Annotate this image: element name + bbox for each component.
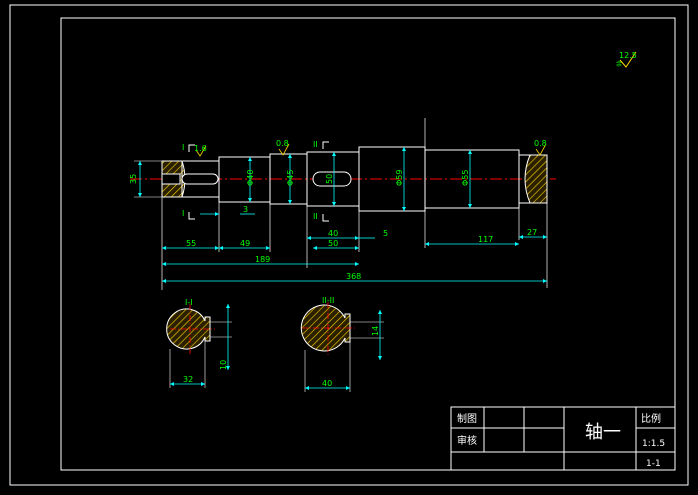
roughness-symbols	[195, 143, 547, 157]
dim-dia-50: 50	[325, 174, 334, 184]
drawing-number: 1-1	[646, 459, 661, 469]
dim-len-117: 117	[478, 235, 493, 244]
roughness-symbol-general: 12.5 余	[616, 51, 637, 68]
section-mark-2-top: II	[313, 140, 318, 149]
section-view-2	[300, 302, 384, 392]
dim-dia-55: Φ55	[461, 170, 470, 186]
dim-dia-45: Φ45	[286, 170, 295, 186]
scale-label: 比例	[641, 412, 661, 425]
dim-len-55: 55	[186, 239, 196, 248]
roughness-0-8-left: 0.8	[276, 139, 289, 148]
dim-dia-59: Φ59	[395, 170, 404, 186]
dim-len-50: 50	[328, 239, 338, 248]
section-1-width: 32	[183, 375, 193, 384]
roughness-1-6: 1.6	[194, 144, 207, 153]
roughness-0-8-right: 0.8	[534, 139, 547, 148]
dim-dia-40: Φ40	[246, 170, 255, 186]
section-mark-1-bottom: I	[182, 209, 184, 218]
dim-len-3: 3	[243, 205, 248, 214]
section-2-width: 40	[322, 379, 332, 388]
dim-len-368: 368	[346, 272, 361, 281]
section-markers	[188, 141, 329, 222]
section-mark-2-bottom: II	[313, 212, 318, 221]
dim-len-40: 40	[328, 229, 338, 238]
dim-len-49: 49	[240, 239, 250, 248]
dimension-lines	[134, 147, 547, 283]
section-2-height: 14	[371, 326, 380, 336]
reviewed-by-label: 审核	[457, 434, 477, 447]
title-block	[450, 406, 676, 471]
roughness-value-general: 12.5	[619, 51, 637, 60]
scale-value: 1:1.5	[642, 439, 665, 449]
part-name: 轴一	[585, 422, 621, 443]
svg-text:余: 余	[616, 60, 622, 68]
dim-dia-35: 35	[129, 174, 138, 184]
section-2-title: II-II	[322, 296, 334, 305]
dim-len-5: 5	[383, 229, 388, 238]
dim-len-189: 189	[255, 255, 270, 264]
section-1-title: I-I	[185, 298, 193, 307]
dim-len-27: 27	[527, 228, 537, 237]
drawn-by-label: 制图	[457, 412, 477, 425]
inner-border	[60, 17, 676, 471]
section-mark-1-top: I	[182, 143, 184, 152]
outer-border	[9, 4, 689, 486]
section-1-height: 10	[219, 360, 228, 370]
section-view-1	[166, 304, 232, 388]
